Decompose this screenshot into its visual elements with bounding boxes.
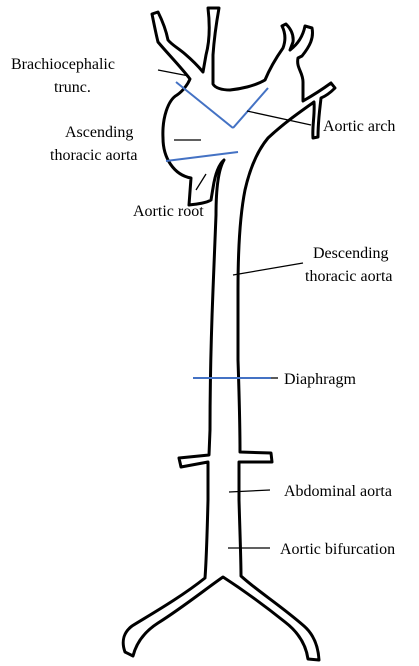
aortic-root-label: Aortic root (133, 203, 204, 220)
brachiocephalic-label-line2: trunc. (54, 79, 91, 96)
brachiocephalic-label-line1: Brachiocephalic (11, 56, 115, 73)
diaphragm-label: Diaphragm (284, 371, 357, 388)
ascending-label-line2: thoracic aorta (50, 147, 138, 164)
aorta-shape (123, 8, 335, 660)
descending-leader (233, 263, 303, 275)
aortic-bifurcation-label: Aortic bifurcation (280, 541, 395, 558)
abdominal-aorta-label: Abdominal aorta (284, 483, 392, 500)
aortic-arch-label: Aortic arch (323, 118, 395, 135)
aorta-outline (123, 8, 335, 660)
descending-label-line1: Descending (313, 245, 389, 262)
descending-label-line2: thoracic aorta (305, 268, 393, 285)
ascending-label-line1: Ascending (65, 124, 133, 141)
